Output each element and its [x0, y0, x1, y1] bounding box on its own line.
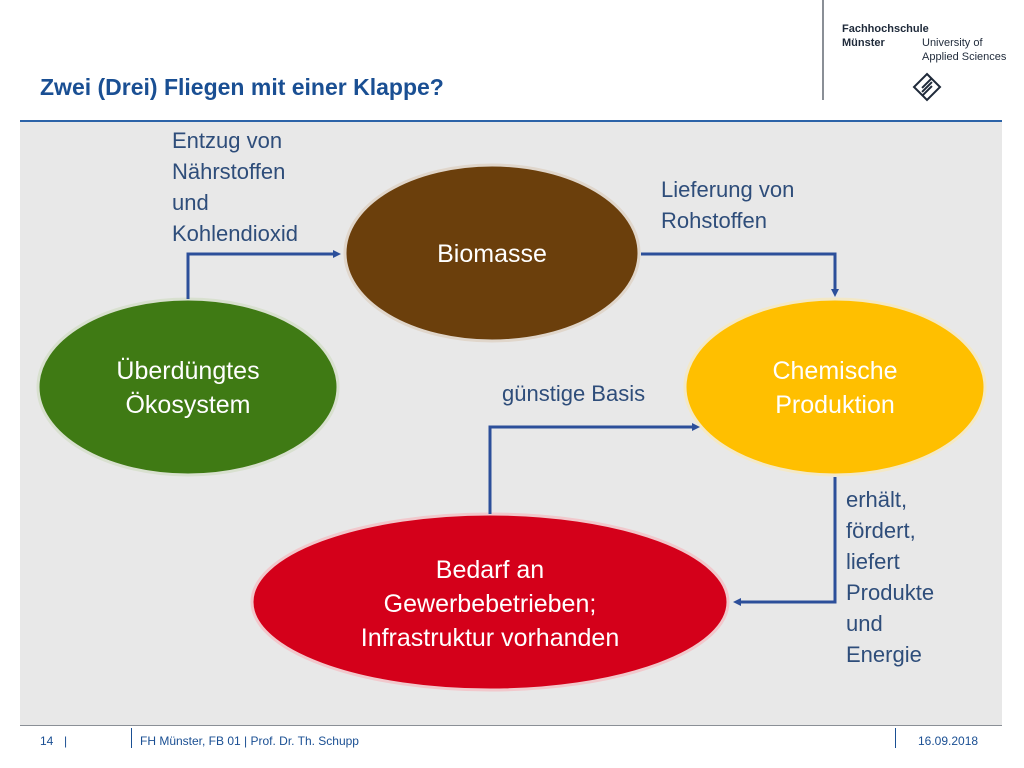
label-lieferung: Lieferung von Rohstoffen — [661, 174, 794, 236]
footer-page-number: 14 — [40, 734, 54, 748]
page-title: Zwei (Drei) Fliegen mit einer Klappe? — [40, 74, 444, 100]
node-chemische-produktion — [683, 297, 987, 477]
label-entzug-line-2: Nährstoffen — [172, 159, 286, 184]
label-entzug: Entzug von Nährstoffen und Kohlendioxid — [172, 125, 298, 249]
node-bedarf-label: Bedarf an Gewerbebetrieben; Infrastruktu… — [290, 552, 690, 656]
bedarf-text-1: Bedarf an — [435, 556, 545, 584]
university-logo: Fachhochschule Münster University of App… — [842, 22, 1006, 64]
label-lieferung-line-2: Rohstoffen — [661, 208, 768, 233]
label-erhaelt-line-6: Energie — [846, 642, 922, 667]
node-oekosystem-label: Überdüngtes Ökosystem — [60, 352, 316, 424]
logo-line-1: Fachhochschule — [842, 23, 929, 35]
label-erhaelt-line-3: liefert — [846, 549, 900, 574]
label-lieferung-line-1: Lieferung von — [661, 177, 795, 202]
bottom-rule — [20, 725, 1002, 726]
label-erhaelt-line-1: erhält, — [846, 487, 908, 512]
node-chemische-label: Chemische Produktion — [707, 352, 963, 424]
label-erhaelt: erhält, fördert, liefert Produkte und En… — [846, 484, 934, 670]
arrow-biomasse-to-chemische — [641, 252, 839, 297]
bedarf-text-2: Gewerbebetrieben; — [383, 590, 597, 618]
logo-divider — [822, 0, 824, 100]
footer-divider-1 — [131, 728, 132, 748]
node-biomasse-label: Biomasse — [372, 230, 612, 278]
biomasse-text: Biomasse — [437, 240, 547, 268]
chemische-text-1: Chemische — [772, 357, 898, 385]
node-biomasse — [343, 163, 641, 343]
arrow-oekosystem-to-biomasse — [186, 250, 341, 299]
footer-page-sep: | — [64, 734, 68, 748]
arrow-chemische-to-bedarf — [733, 477, 837, 606]
title-rule — [20, 120, 1002, 122]
oekosystem-text-1: Überdüngtes — [116, 357, 260, 385]
logo-line-2a: Münster — [842, 37, 885, 49]
university-emblem-icon — [912, 72, 942, 102]
label-basis-text: günstige Basis — [502, 381, 646, 406]
logo-line-2b: University of — [922, 37, 983, 49]
footer-date: 16.09.2018 — [918, 734, 979, 748]
arrow-bedarf-to-chemische — [488, 423, 700, 514]
label-erhaelt-line-5: und — [846, 611, 883, 636]
label-basis: günstige Basis — [502, 378, 645, 409]
bedarf-text-3: Infrastruktur vorhanden — [360, 624, 620, 652]
label-entzug-line-3: und — [172, 190, 209, 215]
oekosystem-text-2: Ökosystem — [125, 391, 251, 419]
footer-divider-2 — [895, 728, 896, 748]
chemische-text-2: Produktion — [775, 391, 895, 419]
logo-line-3: Applied Sciences — [922, 51, 1007, 63]
label-erhaelt-line-2: fördert, — [846, 518, 916, 543]
footer-info: FH Münster, FB 01 | Prof. Dr. Th. Schupp — [140, 734, 359, 748]
label-erhaelt-line-4: Produkte — [846, 580, 935, 605]
label-entzug-line-4: Kohlendioxid — [172, 221, 298, 246]
label-entzug-line-1: Entzug von — [172, 128, 283, 153]
